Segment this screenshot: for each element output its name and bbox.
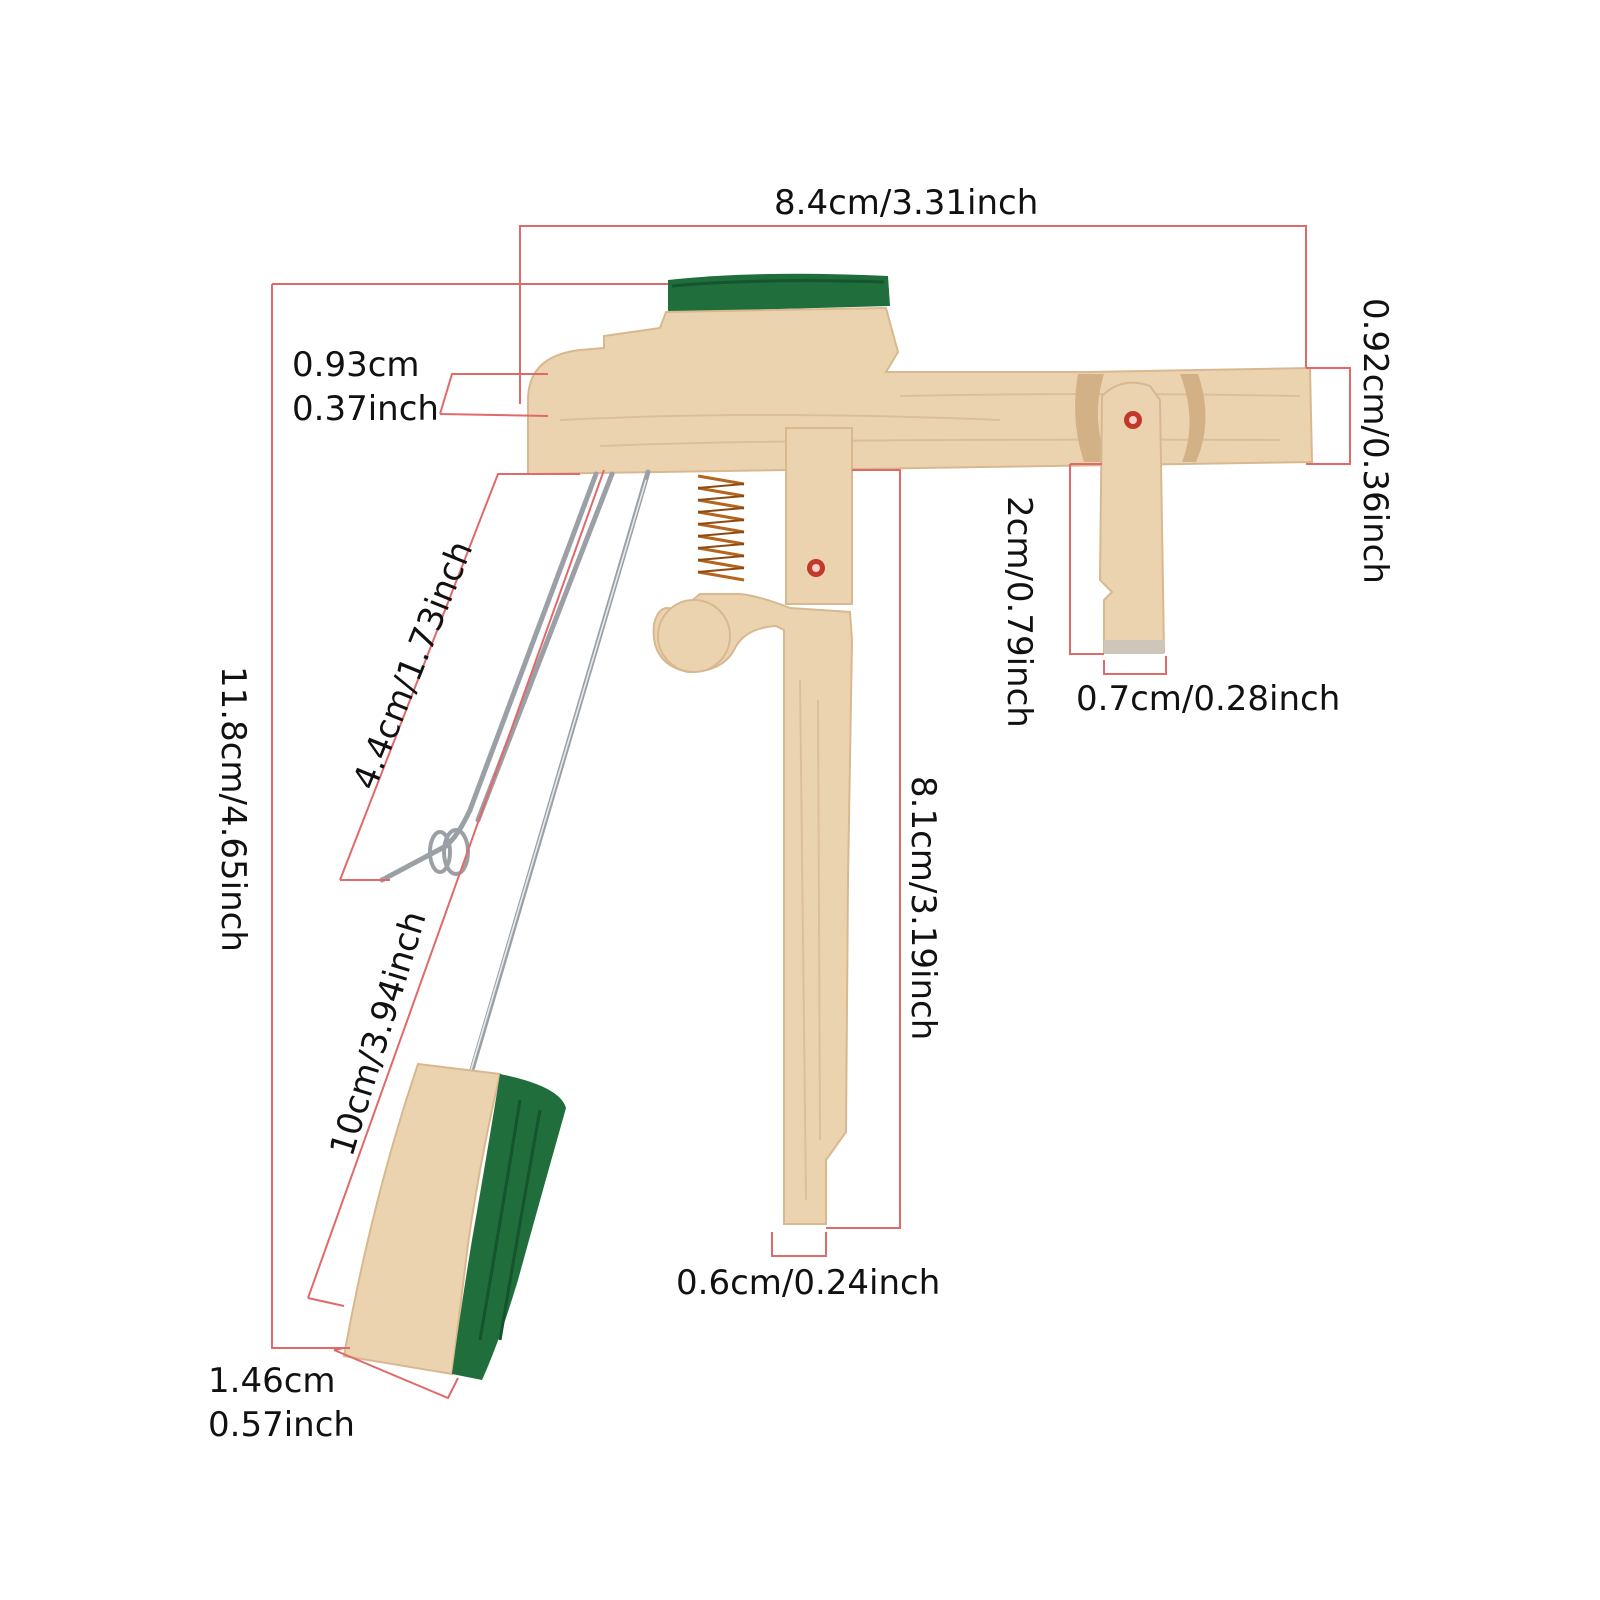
hanger-height-label: 2cm/0.79inch <box>999 496 1039 728</box>
damper-felt <box>452 1074 566 1380</box>
long-lever <box>652 593 854 1225</box>
arm-scoop-right <box>1180 374 1206 462</box>
arm-scoop <box>1075 374 1108 462</box>
lever-height-label: 8.1cm/3.19inch <box>903 776 943 1040</box>
hanger-piece <box>1098 381 1166 653</box>
right-end-height-label: 0.92cm/0.36inch <box>1355 298 1395 584</box>
wire-short-label: 4.4cm/1.73inch <box>345 535 481 795</box>
damper-width-cm-label: 1.46cm <box>208 1361 336 1401</box>
damper-lever-part <box>342 273 1314 1380</box>
damper-felt-texture <box>478 1099 542 1341</box>
head-height-cm-label: 0.93cm <box>292 345 420 385</box>
long-wire <box>463 469 651 1093</box>
dimension-lines <box>271 225 1351 1400</box>
lever-curl <box>657 599 731 673</box>
hanger-felt-tip <box>1104 640 1164 654</box>
total-height-label: 11.8cm/4.65inch <box>213 666 253 952</box>
top-felt-texture <box>671 279 885 288</box>
lever-grain <box>799 679 821 1201</box>
hanger-width-label: 0.7cm/0.28inch <box>1076 679 1340 719</box>
damper-width-in-label: 0.57inch <box>208 1405 355 1445</box>
coil-spring <box>697 474 745 582</box>
lever-width-label: 0.6cm/0.24inch <box>676 1263 940 1303</box>
damper-wood-block <box>342 1062 502 1376</box>
lever-block <box>785 427 853 605</box>
head-height-in-label: 0.37inch <box>292 389 439 429</box>
top-width-label: 8.4cm/3.31inch <box>774 183 1038 223</box>
